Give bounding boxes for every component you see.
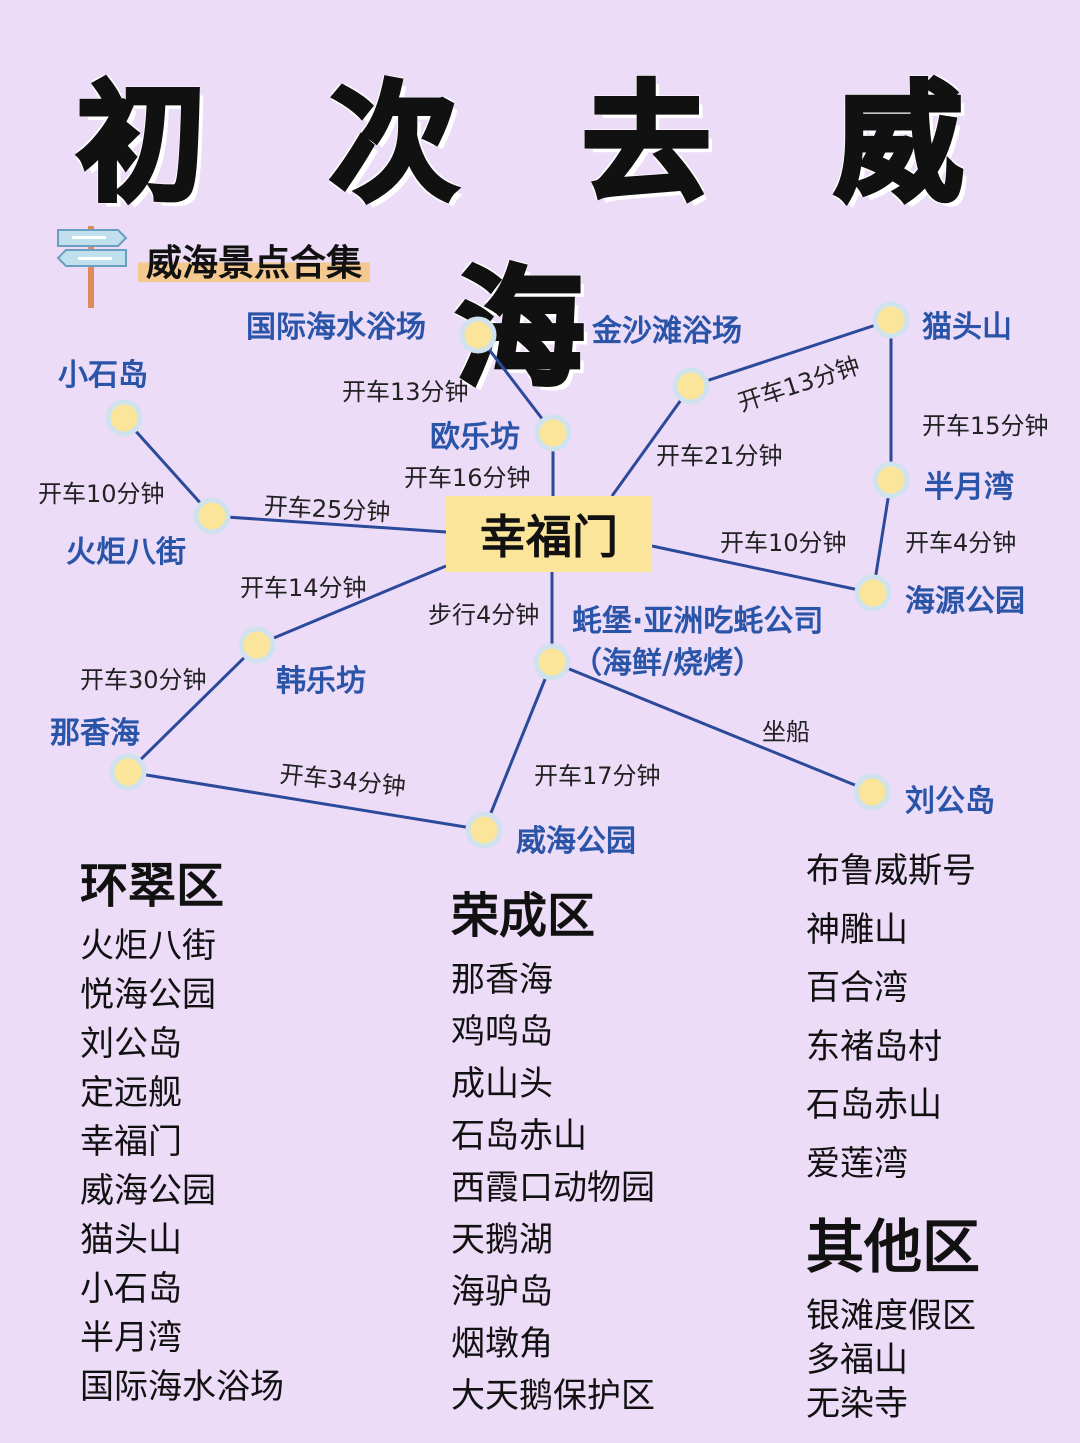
place-naxiang: 那香海	[50, 716, 140, 751]
list-item: 烟墩角	[451, 1324, 553, 1364]
node-weihai-park	[465, 811, 503, 849]
edge-banyue-haiyuan	[871, 479, 893, 594]
subtitle: 威海景点合集	[138, 234, 371, 286]
label-banyue-haiyuan: 开车4分钟	[905, 529, 1017, 557]
list-item: 那香海	[451, 960, 553, 1000]
place-liugong: 刘公岛	[905, 784, 995, 819]
node-liugong	[853, 773, 891, 811]
list-item: 百合湾	[806, 968, 908, 1008]
place-guoji: 国际海水浴场	[246, 310, 426, 345]
list-item: 多福山	[806, 1340, 908, 1380]
label-guoji-oule: 开车13分钟	[342, 378, 469, 406]
hub-xingfumen: 幸福门	[446, 496, 652, 572]
label-oule-hub: 开车16分钟	[404, 464, 531, 492]
place-haobao-note: （海鲜/烧烤）	[572, 646, 763, 681]
list-item: 海驴岛	[451, 1272, 553, 1312]
label-jinsha-hub: 开车21分钟	[656, 442, 783, 470]
node-oule	[534, 414, 572, 452]
list-item: 鸡鸣岛	[451, 1012, 553, 1052]
district-title: 环翠区	[80, 858, 225, 914]
list-item: 猫头山	[80, 1220, 182, 1260]
edge-jinsha-hub	[610, 385, 693, 497]
list-item: 石岛赤山	[806, 1085, 942, 1125]
list-item: 小石岛	[80, 1269, 182, 1309]
district-huancui: 环翠区 火炬八街 悦海公园 刘公岛 定远舰 幸福门 威海公园 猫头山 小石岛 半…	[80, 846, 284, 1412]
list-item: 刘公岛	[80, 1024, 182, 1064]
edge-jinsha-maotou	[690, 318, 892, 388]
list-item: 东褚岛村	[806, 1026, 942, 1067]
list-item: 石岛赤山	[451, 1116, 587, 1156]
place-haiyuan: 海源公园	[905, 584, 1025, 619]
label-maotou-banyue: 开车15分钟	[922, 412, 1049, 440]
node-haiyuan	[854, 574, 892, 612]
place-jinsha: 金沙滩浴场	[592, 314, 742, 349]
list-item: 威海公园	[80, 1171, 216, 1211]
place-huoju: 火炬八街	[66, 535, 186, 570]
edge-xiaoshi-huoju	[122, 416, 214, 518]
page-title: 初 次 去 威 海	[75, 68, 1003, 407]
edge-guoji-oule	[476, 334, 555, 434]
place-xiaoshi: 小石岛	[58, 358, 148, 393]
edge-hub-hanle	[256, 564, 447, 647]
list-item: 西霞口动物园	[451, 1168, 655, 1208]
list-item: 幸福门	[80, 1122, 182, 1162]
district-other: 其他区 银滩度假区 多福山 无染寺	[806, 1200, 980, 1426]
label-huoju-hub: 开车25分钟	[263, 492, 391, 527]
list-item: 天鹅湖	[451, 1220, 553, 1260]
place-oule: 欧乐坊	[430, 420, 520, 455]
edge-hub-haiyuan	[651, 544, 874, 595]
node-naxiang	[109, 753, 147, 791]
list-item: 银滩度假区	[806, 1296, 976, 1336]
edge-haobao-liugong	[551, 660, 873, 794]
label-haobao-weihai: 开车17分钟	[534, 762, 661, 790]
node-huoju	[193, 497, 231, 535]
place-hanle: 韩乐坊	[276, 664, 366, 699]
node-hanle	[238, 626, 276, 664]
list-item: 火炬八街	[80, 926, 216, 966]
label-hub-haiyuan: 开车10分钟	[720, 529, 847, 557]
node-guoji	[459, 316, 497, 354]
node-banyue	[872, 461, 910, 499]
label-hub-hanle: 开车14分钟	[240, 574, 367, 602]
signpost-icon	[56, 226, 128, 308]
list-item: 半月湾	[80, 1318, 182, 1358]
district-rongcheng: 荣成区 那香海 鸡鸣岛 成山头 石岛赤山 西霞口动物园 天鹅湖 海驴岛 烟墩角 …	[451, 876, 655, 1422]
place-banyue: 半月湾	[924, 470, 1014, 505]
edge-hanle-naxiang	[126, 643, 259, 774]
list-item: 成山头	[451, 1064, 553, 1104]
place-haobao: 蚝堡·亚洲吃蚝公司	[572, 604, 824, 639]
edge-huoju-hub	[211, 514, 447, 534]
district-title: 荣成区	[451, 888, 596, 944]
list-item: 神雕山	[806, 909, 908, 950]
label-hub-haobao: 步行4分钟	[428, 601, 540, 629]
list-item: 悦海公园	[80, 975, 216, 1015]
label-hanle-naxiang: 开车30分钟	[80, 666, 207, 694]
edge-haobao-weihai	[482, 661, 554, 831]
place-maotou: 猫头山	[922, 310, 1012, 345]
list-item: 大天鹅保护区	[451, 1376, 655, 1416]
list-item: 国际海水浴场	[80, 1367, 284, 1407]
node-maotou	[872, 301, 910, 339]
node-haobao	[533, 643, 571, 681]
district-rongcheng-more: 布鲁威斯号 神雕山 百合湾 东褚岛村 石岛赤山 爱莲湾	[806, 842, 976, 1193]
route-nodes	[105, 301, 910, 849]
district-title: 其他区	[806, 1213, 981, 1281]
label-haobao-liugong: 坐船	[762, 718, 810, 746]
list-item: 定远舰	[80, 1073, 182, 1113]
list-item: 无染寺	[806, 1384, 908, 1424]
node-jinsha	[672, 367, 710, 405]
list-item: 爱莲湾	[806, 1143, 908, 1184]
place-weihai-park: 威海公园	[516, 824, 636, 859]
node-xiaoshi	[105, 399, 143, 437]
label-xiaoshi-huoju: 开车10分钟	[38, 480, 165, 508]
edge-naxiang-weihai	[127, 770, 485, 832]
list-item: 布鲁威斯号	[806, 851, 976, 891]
